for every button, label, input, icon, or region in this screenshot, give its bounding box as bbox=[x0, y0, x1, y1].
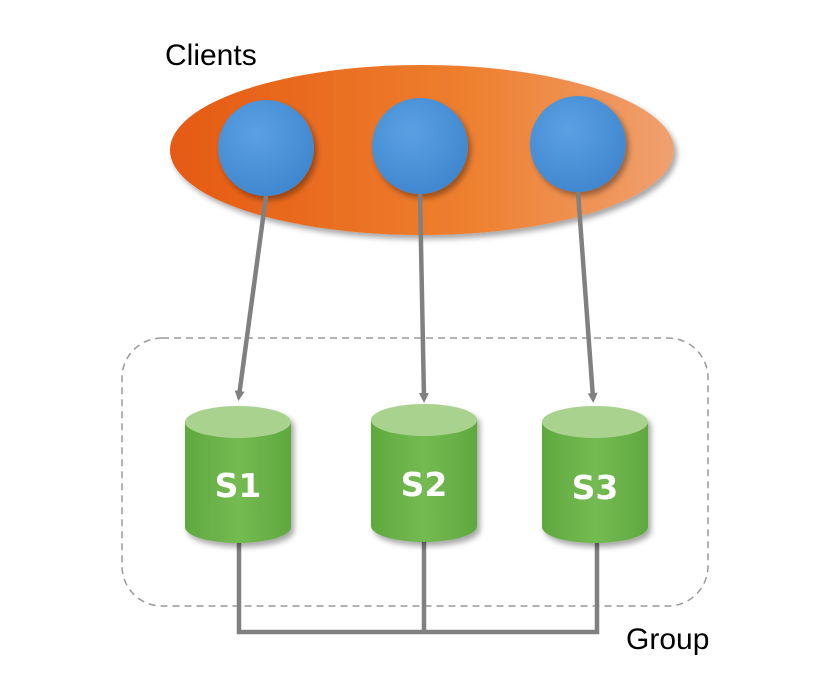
client-node-2 bbox=[372, 98, 468, 194]
group-boundary bbox=[121, 337, 709, 607]
client-node-3 bbox=[530, 96, 626, 192]
server-s2-label: S2 bbox=[401, 465, 448, 504]
server-s3-label: S3 bbox=[572, 468, 619, 507]
arrow-client1-to-s1 bbox=[234, 195, 269, 401]
server-s1 bbox=[185, 406, 291, 543]
server-s1-label: S1 bbox=[215, 466, 262, 505]
server-s2 bbox=[371, 404, 477, 542]
arrow-client2-to-s2 bbox=[417, 193, 429, 403]
group-label: Group bbox=[626, 623, 709, 656]
server-s3 bbox=[542, 406, 648, 543]
client-node-1 bbox=[218, 100, 314, 196]
arrow-client3-to-s3 bbox=[575, 191, 598, 403]
server-interconnect bbox=[236, 540, 600, 635]
clients-label: Clients bbox=[165, 39, 257, 72]
